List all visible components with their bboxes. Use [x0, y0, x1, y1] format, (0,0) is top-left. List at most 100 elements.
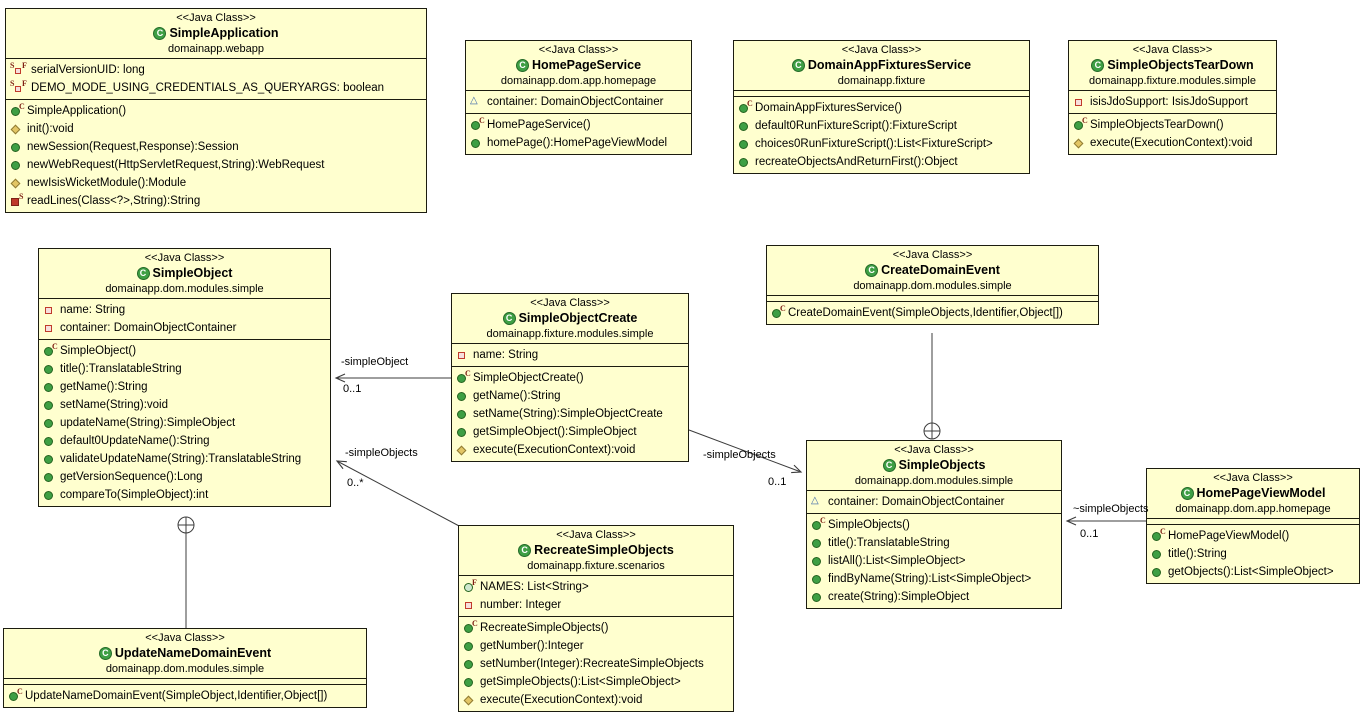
field-row[interactable]: container: DomainObjectContainer: [43, 319, 326, 337]
method-row[interactable]: homePage():HomePageViewModel: [470, 134, 687, 152]
method-row[interactable]: findByName(String):List<SimpleObject>: [811, 570, 1057, 588]
field-label: NAMES: List<String>: [480, 581, 589, 593]
method-row[interactable]: getName():String: [456, 387, 684, 405]
recreate-simpleObjects-association-connector[interactable]: [335, 460, 462, 528]
method-row[interactable]: getName():String: [43, 378, 326, 396]
method-row[interactable]: title():String: [1151, 545, 1355, 563]
field-row[interactable]: △container: DomainObjectContainer: [470, 93, 687, 111]
method-row[interactable]: setName(String):SimpleObjectCreate: [456, 405, 684, 423]
method-row[interactable]: setName(String):void: [43, 396, 326, 414]
method-row[interactable]: execute(ExecutionContext):void: [1073, 134, 1272, 152]
method-row[interactable]: updateName(String):SimpleObject: [43, 414, 326, 432]
method-row[interactable]: title():TranslatableString: [811, 534, 1057, 552]
method-label: execute(ExecutionContext):void: [473, 444, 636, 456]
class-package: domainapp.dom.modules.simple: [105, 283, 264, 295]
association-role-label: ~simpleObjects: [1073, 503, 1149, 515]
public-method-icon: [811, 573, 824, 586]
method-row[interactable]: getSimpleObjects():List<SimpleObject>: [463, 673, 729, 691]
method-row[interactable]: init():void: [10, 120, 422, 138]
method-row[interactable]: listAll():List<SimpleObject>: [811, 552, 1057, 570]
createDomainEvent-nesting-connector[interactable]: [923, 333, 941, 440]
package-field-icon: △: [470, 94, 478, 106]
method-row[interactable]: getSimpleObject():SimpleObject: [456, 423, 684, 441]
public-method-icon: [811, 555, 824, 568]
method-row[interactable]: choices0RunFixtureScript():List<FixtureS…: [738, 135, 1025, 153]
method-label: getObjects():List<SimpleObject>: [1168, 566, 1334, 578]
class-name: SimpleObjectsTearDown: [1107, 58, 1254, 72]
method-row[interactable]: newIsisWicketModule():Module: [10, 174, 422, 192]
public-method-icon: [463, 658, 476, 671]
method-row[interactable]: title():TranslatableString: [43, 360, 326, 378]
constructor-icon: C: [463, 619, 478, 635]
method-row[interactable]: execute(ExecutionContext):void: [456, 441, 684, 459]
fields-compartment: △container: DomainObjectContainer: [807, 490, 1061, 513]
constructor-icon: C: [470, 116, 485, 132]
method-row[interactable]: default0UpdateName():String: [43, 432, 326, 450]
fields-compartment: [767, 295, 1098, 301]
method-label: create(String):SimpleObject: [828, 591, 970, 603]
method-row[interactable]: create(String):SimpleObject: [811, 588, 1057, 606]
method-row[interactable]: recreateObjectsAndReturnFirst():Object: [738, 153, 1025, 171]
field-row[interactable]: isisJdoSupport: IsisJdoSupport: [1073, 93, 1272, 111]
method-row[interactable]: getObjects():List<SimpleObject>: [1151, 563, 1355, 581]
method-row[interactable]: getNumber():Integer: [463, 637, 729, 655]
class-package: domainapp.dom.modules.simple: [105, 663, 265, 675]
field-row[interactable]: name: String: [456, 346, 684, 364]
method-row[interactable]: default0RunFixtureScript():FixtureScript: [738, 117, 1025, 135]
field-label: isisJdoSupport: IsisJdoSupport: [1090, 96, 1248, 108]
field-row[interactable]: number: Integer: [463, 596, 729, 614]
method-row[interactable]: newWebRequest(HttpServletRequest,String)…: [10, 156, 422, 174]
class-name: SimpleObject: [152, 266, 233, 280]
method-label: validateUpdateName(String):TranslatableS…: [60, 453, 302, 465]
method-row[interactable]: compareTo(SimpleObject):int: [43, 486, 326, 504]
class-icon: C: [882, 459, 896, 472]
public-method-icon: [43, 489, 56, 502]
field-row[interactable]: △container: DomainObjectContainer: [811, 493, 1057, 511]
method-row[interactable]: validateUpdateName(String):TranslatableS…: [43, 450, 326, 468]
method-row[interactable]: newSession(Request,Response):Session: [10, 138, 422, 156]
method-label: getSimpleObject():SimpleObject: [473, 426, 637, 438]
method-row[interactable]: execute(ExecutionContext):void: [463, 691, 729, 709]
stereotype-label: <<Java Class>>: [894, 444, 974, 456]
method-label: SimpleObjectCreate(): [473, 372, 584, 384]
class-name: HomePageService: [531, 58, 642, 72]
method-row[interactable]: getVersionSequence():Long: [43, 468, 326, 486]
create-simpleObjects-association-connector[interactable]: [688, 429, 803, 474]
field-row[interactable]: name: String: [43, 301, 326, 319]
updateNameDomainEvent-nesting-connector[interactable]: [177, 516, 195, 628]
method-row[interactable]: setNumber(Integer):RecreateSimpleObjects: [463, 655, 729, 673]
public-method-icon: [811, 591, 824, 604]
